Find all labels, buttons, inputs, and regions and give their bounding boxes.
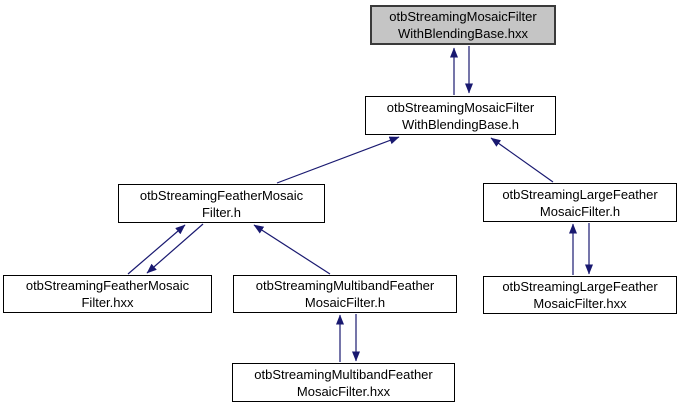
edge-multiband-h-to-feather-h — [253, 224, 331, 275]
node-streaming-feather-mosaic-filter-hxx[interactable]: otbStreamingFeatherMosaic Filter.hxx — [3, 275, 212, 313]
edge-feather-hxx-to-feather-h — [127, 224, 186, 275]
node-streaming-mosaic-filter-with-blending-base-hxx: otbStreamingMosaicFilter WithBlendingBas… — [370, 5, 556, 45]
node-streaming-multiband-feather-mosaic-filter-h[interactable]: otbStreamingMultibandFeather MosaicFilte… — [233, 275, 457, 313]
edge-feather-h-to-feather-hxx — [146, 223, 204, 274]
node-streaming-feather-mosaic-filter-h[interactable]: otbStreamingFeatherMosaic Filter.h — [118, 184, 325, 223]
node-streaming-multiband-feather-mosaic-filter-hxx[interactable]: otbStreamingMultibandFeather MosaicFilte… — [232, 363, 455, 402]
node-streaming-large-feather-mosaic-filter-hxx[interactable]: otbStreamingLargeFeather MosaicFilter.hx… — [483, 276, 677, 314]
node-streaming-large-feather-mosaic-filter-h[interactable]: otbStreamingLargeFeather MosaicFilter.h — [483, 183, 677, 222]
edge-feather-h-to-blendingbase-h — [276, 136, 400, 184]
edge-largefeather-h-to-blendingbase-h — [490, 137, 554, 183]
node-streaming-mosaic-filter-with-blending-base-h[interactable]: otbStreamingMosaicFilter WithBlendingBas… — [365, 96, 556, 135]
